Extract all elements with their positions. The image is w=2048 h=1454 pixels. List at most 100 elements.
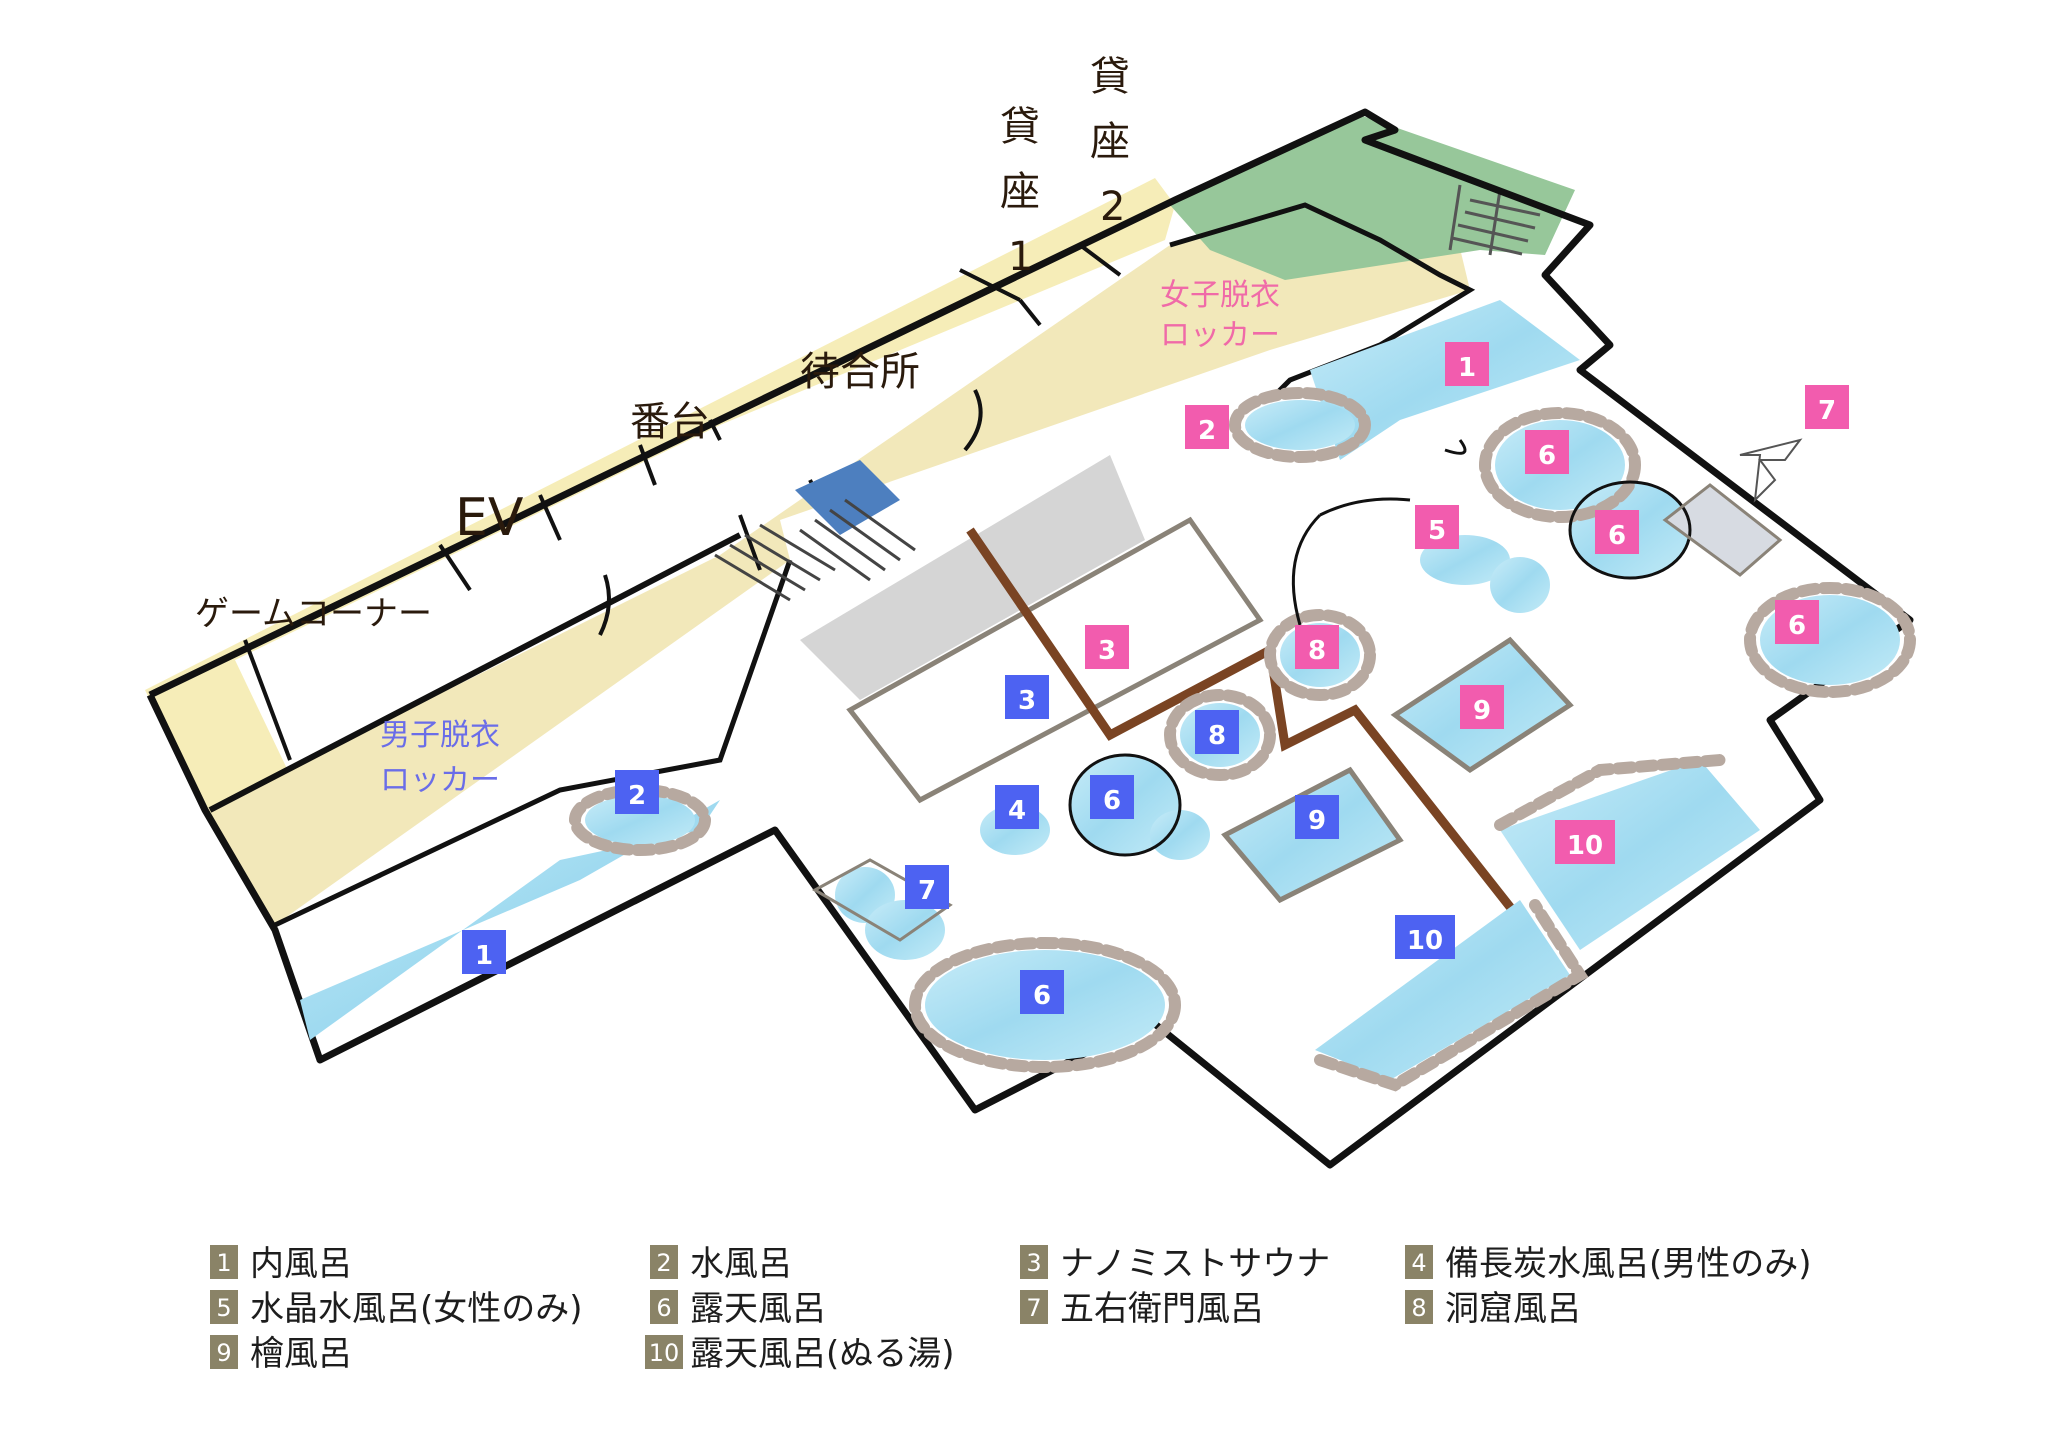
game-corner-label: ゲームコーナー [195, 594, 432, 634]
legend-text-3: ナノミストサウナ [1060, 1244, 1330, 1284]
sauna-room-men [846, 516, 1264, 804]
kashiza1-label-1: 貸 [1000, 104, 1040, 150]
marker-men-2-label: 2 [628, 781, 646, 811]
marker-women-2-label: 2 [1198, 416, 1216, 446]
men-locker-label-1: 男子脱衣 [380, 718, 500, 753]
legend-num-6: 6 [656, 1294, 671, 1322]
marker-men-6a [1090, 775, 1134, 819]
legend-num-10: 10 [649, 1339, 680, 1367]
women-markers: 1 2 3 5 6 6 6 7 8 9 10 [1085, 342, 1849, 864]
marker-women-5 [1415, 505, 1459, 549]
women-round-pool [1490, 557, 1550, 613]
legend-badge-5 [210, 1290, 238, 1324]
legend-badge-4 [1405, 1245, 1433, 1279]
marker-men-6b-label: 6 [1033, 981, 1051, 1011]
legend-badge-6 [650, 1290, 678, 1324]
bandai-label: 番台 [630, 399, 710, 445]
marker-men-10 [1395, 915, 1455, 959]
marker-men-7-label: 7 [918, 876, 936, 906]
women-locker-label-1: 女子脱衣 [1160, 278, 1280, 313]
marker-men-7 [905, 865, 949, 909]
marker-women-6b-label: 6 [1608, 521, 1626, 551]
kashiza1-label-3: 1 [1008, 234, 1033, 280]
legend-num-8: 8 [1411, 1294, 1426, 1322]
marker-women-6a [1525, 430, 1569, 474]
legend: 1 内風呂 5 水晶水風呂(女性のみ) 9 檜風呂 2 水風呂 6 露天風呂 1… [210, 1244, 1812, 1374]
marker-men-2 [615, 770, 659, 814]
legend-text-6: 露天風呂 [690, 1289, 826, 1329]
kashiza1-label-2: 座 [1000, 169, 1040, 215]
legend-text-10: 露天風呂(ぬる湯) [690, 1334, 955, 1374]
sauna-room [800, 455, 1145, 700]
marker-men-4-label: 4 [1008, 796, 1026, 826]
marker-women-9-label: 9 [1473, 696, 1491, 726]
waiting-area-label: 待合所 [800, 349, 920, 395]
kashiza2-label-1: 貸 [1090, 54, 1130, 100]
marker-women-2 [1185, 405, 1229, 449]
marker-women-7 [1805, 385, 1849, 429]
legend-text-5: 水晶水風呂(女性のみ) [250, 1289, 583, 1329]
legend-badge-1 [210, 1245, 238, 1279]
marker-women-6a-label: 6 [1538, 441, 1556, 471]
legend-badge-3 [1020, 1245, 1048, 1279]
marker-women-6b [1595, 510, 1639, 554]
legend-text-4: 備長炭水風呂(男性のみ) [1445, 1244, 1812, 1284]
legend-badge-8 [1405, 1290, 1433, 1324]
goemon-women [1665, 485, 1780, 575]
marker-men-1 [462, 930, 506, 974]
legend-badge-10 [645, 1335, 683, 1369]
legend-num-2: 2 [656, 1249, 671, 1277]
marker-women-9 [1460, 685, 1504, 729]
marker-men-6b [1020, 970, 1064, 1014]
marker-women-1 [1445, 342, 1489, 386]
marker-women-5-label: 5 [1428, 516, 1446, 546]
marker-women-6c [1775, 600, 1819, 644]
marker-women-7-label: 7 [1818, 396, 1836, 426]
legend-text-2: 水風呂 [690, 1244, 792, 1284]
inner-wall-lobby [208, 532, 742, 813]
legend-text-8: 洞窟風呂 [1445, 1289, 1581, 1329]
gender-divider [966, 527, 1544, 948]
marker-women-8-label: 8 [1308, 636, 1326, 666]
marker-women-3-label: 3 [1098, 636, 1116, 666]
pool-outlines [811, 439, 1783, 942]
arrow-to-goemon [1739, 438, 1803, 503]
legend-badge-7 [1020, 1290, 1048, 1324]
legend-num-5: 5 [216, 1294, 231, 1322]
men-locker-label-2: ロッカー [380, 763, 500, 798]
marker-women-8 [1295, 625, 1339, 669]
legend-num-3: 3 [1026, 1249, 1041, 1277]
ev-label: EV [455, 488, 524, 548]
women-mizuburo [1245, 400, 1355, 450]
lobby-strip [145, 178, 1175, 810]
men-markers: 1 2 3 4 6 6 7 8 9 10 [462, 675, 1455, 1014]
legend-num-4: 4 [1411, 1249, 1426, 1277]
corridor-strip [205, 165, 1470, 925]
marker-men-1-label: 1 [475, 941, 493, 971]
marker-men-8-label: 8 [1208, 721, 1226, 751]
marker-women-6c-label: 6 [1788, 611, 1806, 641]
legend-badge-2 [650, 1245, 678, 1279]
kashiza2-label-2: 座 [1090, 119, 1130, 165]
legend-num-1: 1 [216, 1249, 231, 1277]
marker-men-6a-label: 6 [1103, 786, 1121, 816]
men-mizuburo [585, 795, 695, 845]
marker-men-3-label: 3 [1018, 686, 1036, 716]
kashiza2-label-3: 2 [1100, 184, 1125, 230]
women-locker-label-2: ロッカー [1160, 318, 1280, 353]
outdoor-entry [1170, 115, 1575, 280]
marker-women-10 [1555, 820, 1615, 864]
marker-women-1-label: 1 [1458, 353, 1476, 383]
marker-men-8 [1195, 710, 1239, 754]
legend-num-7: 7 [1026, 1294, 1041, 1322]
men-nuruyu [1315, 900, 1570, 1080]
legend-num-9: 9 [216, 1339, 231, 1367]
marker-men-4 [995, 785, 1039, 829]
legend-text-1: 内風呂 [250, 1244, 352, 1284]
marker-women-10-label: 10 [1567, 831, 1603, 861]
legend-text-7: 五右衛門風呂 [1060, 1289, 1264, 1329]
marker-men-3 [1005, 675, 1049, 719]
marker-men-9-label: 9 [1308, 806, 1326, 836]
